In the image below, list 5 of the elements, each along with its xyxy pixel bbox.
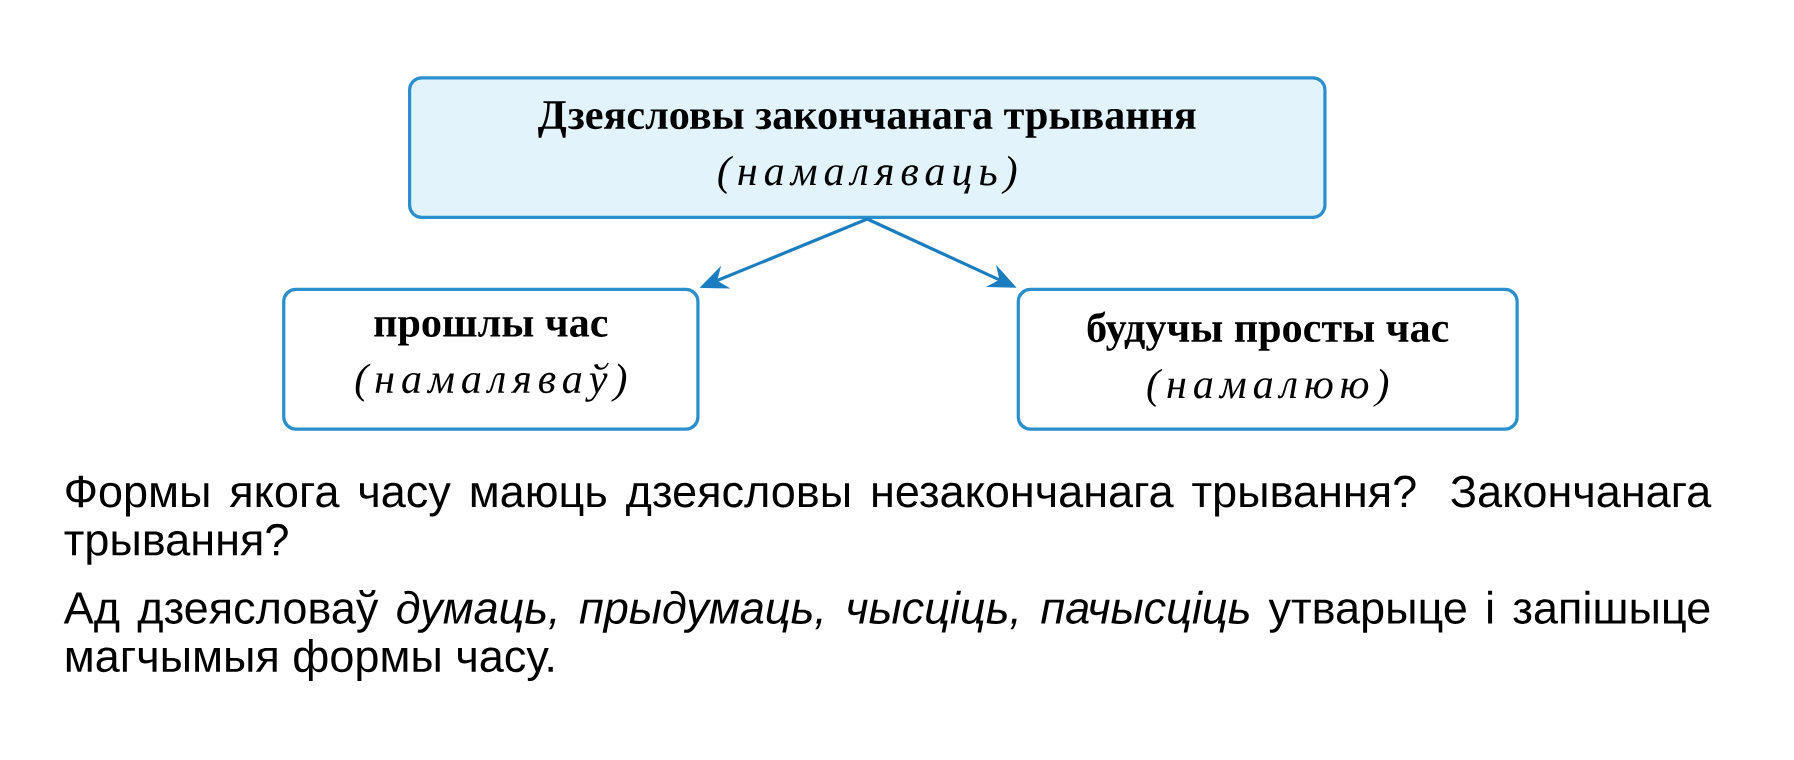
tense-box: будучы просты час (намалюю): [1016, 288, 1519, 431]
paragraph: Формы якога часу маюць дзеясловы незакончанага трывання? Закончанага трывання?: [64, 475, 1712, 565]
tense-box: прошлы час (намаляваў): [282, 288, 700, 431]
paragraph: Ад дзеясловаў думаць, прыдумаць, чысціць, пачысціць утварыце і запішыце магчымыя формы часу.: [63, 590, 1710, 682]
heading-box: Дзеясловы закончанага трывання (намаляваць): [408, 76, 1327, 220]
